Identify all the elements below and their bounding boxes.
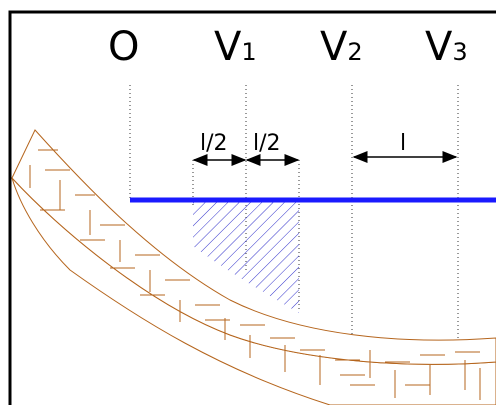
label-v2-main: V: [320, 24, 348, 70]
dim-label-half-right: l/2: [253, 131, 281, 156]
frame-border: [8, 10, 496, 405]
dim-label-half-left: l/2: [200, 131, 228, 156]
label-v1-sub: 1: [241, 38, 256, 66]
terrain-band: [11, 129, 496, 405]
label-v2-sub: 2: [347, 38, 362, 66]
label-v1: V1: [214, 24, 257, 70]
hatched-section: [193, 200, 299, 313]
label-v2: V2: [320, 24, 363, 70]
label-v3-sub: 3: [452, 38, 467, 66]
dim-label-full: l: [400, 131, 406, 156]
label-v3: V3: [425, 24, 468, 70]
label-v3-main: V: [425, 24, 453, 70]
label-origin: O: [108, 24, 139, 70]
terrain-texture: [29, 149, 481, 400]
label-v1-main: V: [214, 24, 242, 70]
